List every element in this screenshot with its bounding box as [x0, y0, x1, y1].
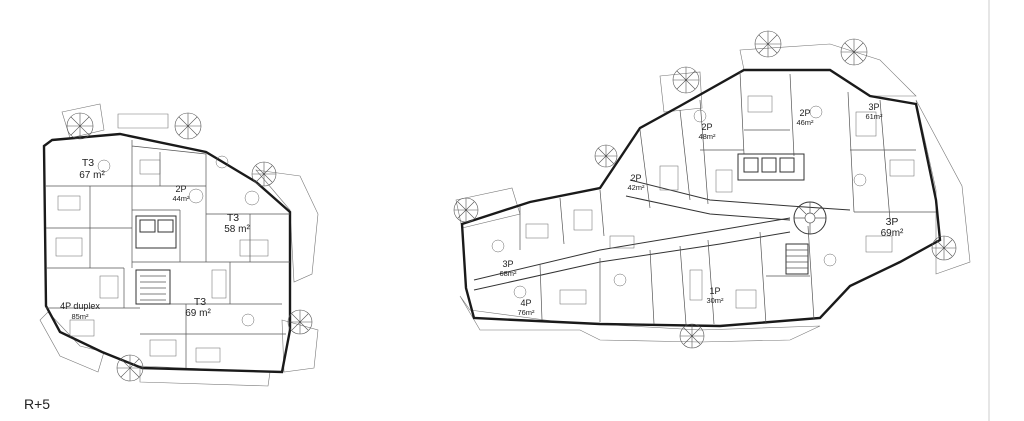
- elevator-car: [779, 157, 795, 173]
- tree-symbols: [453, 30, 957, 349]
- stair-core: [785, 243, 809, 275]
- stair-steps: [786, 249, 808, 269]
- terrace: [255, 169, 319, 283]
- unit-area: 69 m²: [185, 308, 211, 319]
- unit-area: 76m²: [517, 308, 535, 317]
- unit-name: T3: [82, 157, 94, 169]
- terrace: [117, 113, 169, 129]
- terrace: [659, 71, 703, 113]
- elevator-car: [157, 219, 174, 233]
- unit-area: 58 m²: [224, 224, 250, 235]
- corridor-walls: [473, 217, 791, 291]
- unit-name: 2P: [175, 184, 186, 194]
- unit-name: T3: [227, 212, 239, 224]
- unit-name: 2P: [799, 108, 810, 118]
- right-building: 2P 42m² 2P 48m² 2P 46m² 3P 61m² 3P 69m² …: [453, 30, 971, 349]
- unit-name: 4P: [520, 298, 531, 308]
- unit-area: 46m²: [796, 118, 814, 127]
- unit-area: 44m²: [172, 194, 190, 203]
- stair-steps: [140, 275, 166, 301]
- unit-name: 2P: [630, 173, 641, 183]
- furniture: [491, 95, 915, 309]
- elevator-car: [743, 157, 759, 173]
- unit-name: 1P: [709, 286, 720, 296]
- spiral-stair-core: [804, 212, 816, 224]
- floor-level-label: R+5: [24, 396, 51, 412]
- stair-steps: [794, 202, 826, 234]
- exterior-wall: [460, 68, 942, 328]
- tree-symbols: [66, 112, 313, 382]
- unit-area: 30m²: [706, 296, 724, 305]
- unit-name: 3P: [502, 259, 513, 269]
- interior-partitions: [46, 140, 290, 368]
- corridor-walls: [625, 179, 851, 221]
- unit-area: 85m²: [71, 312, 89, 321]
- unit-name: 3P: [886, 216, 899, 228]
- elevator-shaft: [737, 153, 805, 181]
- terrace: [281, 319, 319, 373]
- unit-area: 68m²: [499, 269, 517, 278]
- interior-partitions: [519, 71, 936, 325]
- unit-area: 67 m²: [79, 170, 105, 181]
- exterior-wall: [42, 132, 292, 374]
- furniture: [55, 155, 269, 363]
- elevator-car: [761, 157, 777, 173]
- unit-area: 61m²: [865, 112, 883, 121]
- unit-area: 42m²: [627, 183, 645, 192]
- unit-area: 69m²: [881, 228, 904, 239]
- terrace: [459, 295, 821, 343]
- unit-name: T3: [194, 296, 206, 308]
- stair-core: [135, 269, 171, 305]
- left-building: T3 67 m² 2P 44m² T3 58 m² T3 69 m² 4P du…: [39, 103, 319, 387]
- terrace: [915, 99, 971, 275]
- unit-area: 48m²: [698, 132, 716, 141]
- elevator-shaft: [135, 215, 177, 249]
- terrace: [39, 311, 105, 373]
- unit-name: 4P duplex: [60, 301, 100, 311]
- unit-name: 3P: [868, 102, 879, 112]
- unit-name: 2P: [701, 122, 712, 132]
- elevator-car: [139, 219, 156, 233]
